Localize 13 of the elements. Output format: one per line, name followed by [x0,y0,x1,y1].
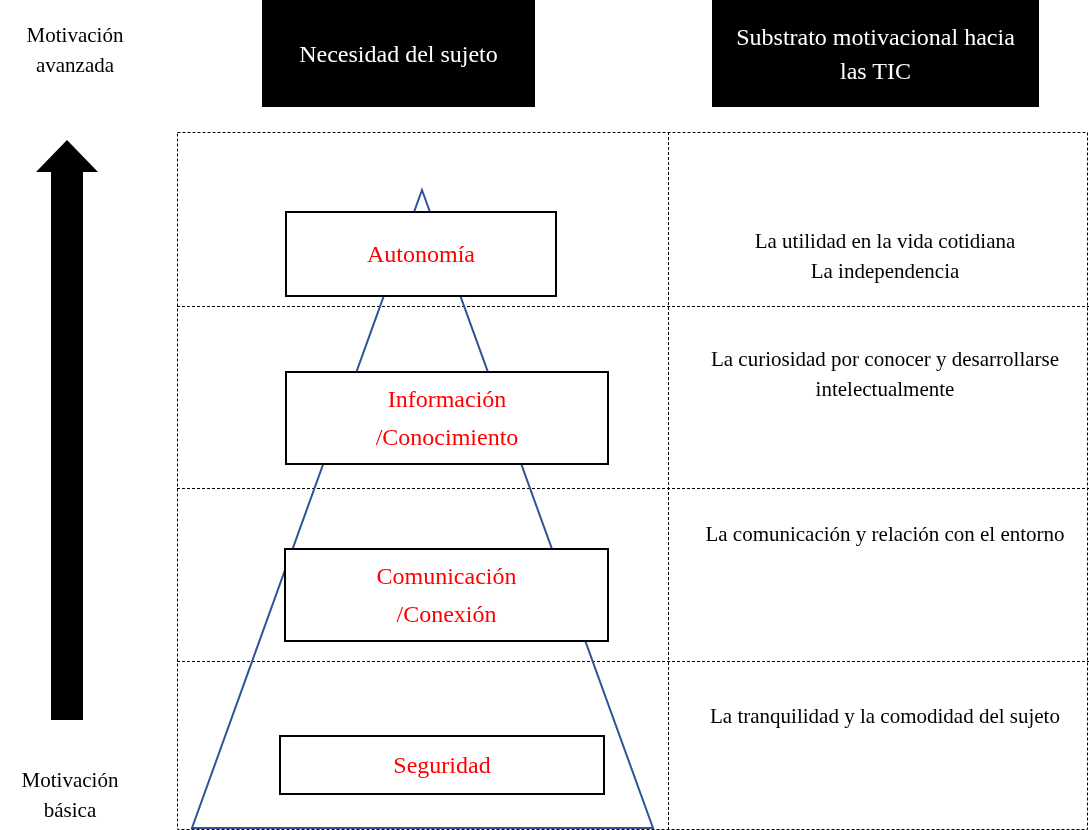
level-box: Autonomía [285,211,557,297]
axis-label: Motivación avanzada [25,22,125,79]
level-box: Seguridad [279,735,605,795]
cell-text: La independencia [809,258,961,285]
column-header: Necesidad del sujeto [262,0,535,107]
cell-text: La curiosidad por conocer y desarrollarse intelectualmente [709,346,1061,403]
level-box: Comunicación /Conexión [284,548,609,642]
axis-label: Motivación básica [20,767,120,824]
column-header: Substrato motivacional hacia las TIC [712,0,1039,107]
cell-text: La tranquilidad y la comodidad del sujeto [709,703,1061,730]
cell-text: La utilidad en la vida cotidiana [753,228,1017,255]
level-box: Información /Conocimiento [285,371,609,465]
cell-text: La comunicación y relación con el entorno [704,521,1066,548]
